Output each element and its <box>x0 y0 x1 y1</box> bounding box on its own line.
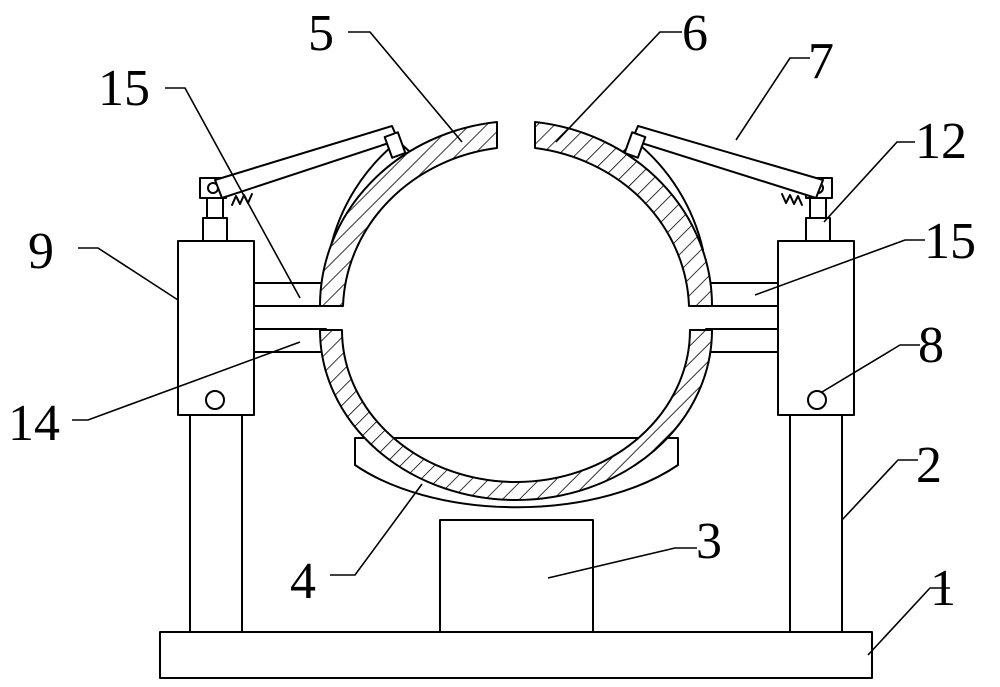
label-7: 7 <box>808 33 834 90</box>
left-cylinder-housing <box>177 240 255 416</box>
right-upper-arm <box>705 282 779 307</box>
leader-6 <box>555 31 682 143</box>
left-lower-arm <box>253 328 327 353</box>
left-ratchet-teeth <box>231 193 253 206</box>
left-bolt <box>205 390 225 410</box>
label-14: 14 <box>8 395 60 452</box>
left-column <box>189 409 243 633</box>
left-rod-block <box>202 217 228 242</box>
leader-5 <box>348 31 463 143</box>
label-6: 6 <box>682 5 708 62</box>
center-post <box>439 519 594 633</box>
label-15b: 15 <box>924 213 976 270</box>
leader-14 <box>72 341 301 421</box>
leader-9 <box>78 247 179 301</box>
right-rod-block <box>805 217 831 242</box>
label-5: 5 <box>308 5 334 62</box>
leader-3 <box>547 547 697 579</box>
upper-jaw-left <box>318 121 498 307</box>
upper-jaw-right <box>534 121 714 307</box>
leader-15b <box>754 239 925 296</box>
right-rod-pin <box>809 195 827 219</box>
label-9: 9 <box>28 223 54 280</box>
base-plate <box>159 631 873 679</box>
label-8: 8 <box>918 317 944 374</box>
leader-15a <box>165 87 301 299</box>
label-1: 1 <box>930 560 956 617</box>
label-15a: 15 <box>98 60 150 117</box>
left-lever-tip <box>383 131 407 159</box>
right-column <box>789 409 843 633</box>
leader-1 <box>867 587 950 656</box>
right-bolt <box>807 390 827 410</box>
label-12: 12 <box>915 113 967 170</box>
label-4: 4 <box>290 553 316 610</box>
right-ratchet-teeth <box>781 193 803 206</box>
right-lower-arm <box>705 328 779 353</box>
leader-12 <box>823 141 915 223</box>
leader-7 <box>735 57 810 141</box>
right-lever-tip <box>623 131 647 159</box>
leader-4 <box>330 483 423 576</box>
lower-cradle <box>354 437 679 509</box>
label-3: 3 <box>696 513 722 570</box>
lower-clamp-ring <box>319 329 713 501</box>
left-upper-arm <box>253 282 327 307</box>
right-cylinder-housing <box>777 240 855 416</box>
leader-8 <box>821 344 920 393</box>
label-2: 2 <box>916 437 942 494</box>
leader-2 <box>841 459 918 521</box>
left-rod-pin <box>206 195 224 219</box>
